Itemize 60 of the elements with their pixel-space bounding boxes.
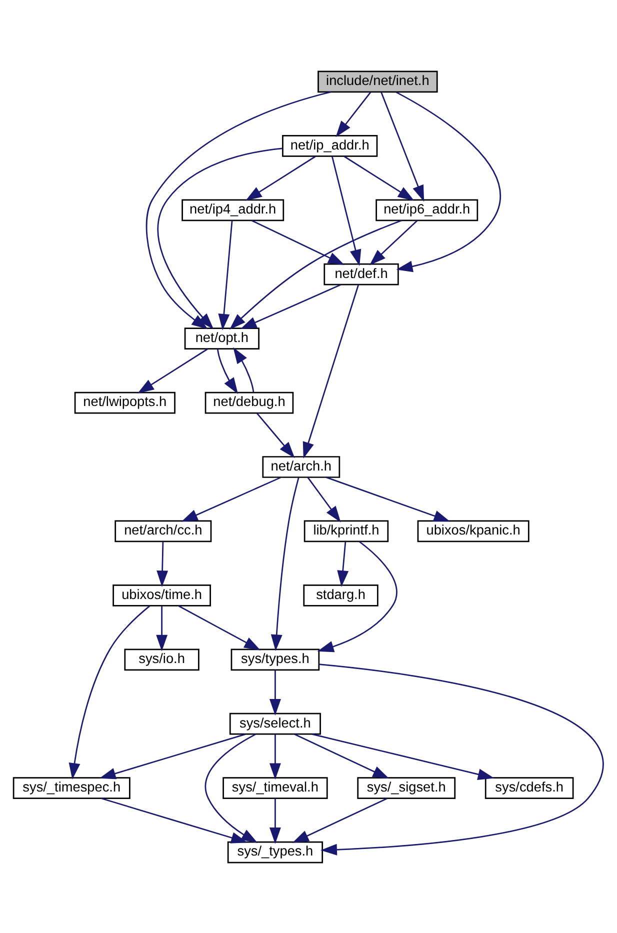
node-box: net/debug.h — [204, 391, 294, 414]
arrow — [68, 604, 150, 779]
arrow — [336, 91, 372, 137]
node-box: net/def.h — [324, 262, 399, 285]
node-box: sys/types.h — [230, 648, 320, 670]
arrow — [146, 90, 331, 329]
arrow — [292, 797, 388, 842]
arrow — [319, 663, 603, 855]
arrow — [269, 670, 281, 715]
arrow — [294, 733, 390, 778]
arrow — [307, 476, 341, 522]
arrow — [156, 605, 168, 651]
arrow — [317, 540, 398, 652]
arrow — [269, 798, 281, 844]
node-box: sys/_types.h — [227, 840, 324, 863]
arrow — [138, 348, 208, 393]
arrow — [396, 91, 501, 272]
node-box: net/ip4_addr.h — [182, 198, 284, 221]
node-box: sys/_timeval.h — [222, 776, 328, 798]
arrow — [156, 541, 168, 587]
arrow — [312, 733, 494, 780]
arrow — [240, 284, 341, 329]
arrow — [218, 220, 233, 330]
node-box: net/arch.h — [262, 456, 340, 478]
arrow — [337, 541, 349, 586]
node-box: stdarg.h — [303, 584, 378, 606]
arrow — [331, 156, 362, 266]
node-box: sys/_sigset.h — [357, 776, 456, 798]
arrow — [369, 220, 418, 265]
node-box: lib/kprintf.h — [304, 520, 389, 542]
node-box: ubixos/time.h — [112, 584, 211, 606]
arrow — [270, 476, 300, 650]
arrow — [269, 734, 281, 780]
arrow — [101, 797, 248, 843]
node-box: net/arch/cc.h — [114, 520, 212, 542]
node-box: net/ip_addr.h — [282, 134, 378, 156]
node-box: net/opt.h — [184, 327, 260, 349]
node-box: sys/_timespec.h — [12, 776, 130, 798]
node-box: sys/cdefs.h — [484, 776, 574, 798]
arrow — [157, 147, 282, 329]
arrow — [217, 348, 238, 394]
arrow — [99, 733, 246, 779]
node-box: sys/select.h — [229, 712, 321, 734]
arrow — [252, 219, 345, 264]
arrow — [302, 284, 360, 458]
arrow — [233, 346, 254, 392]
arrow — [380, 91, 424, 202]
node-box: sys/io.h — [124, 648, 200, 670]
arrow — [181, 476, 282, 522]
node-box: include/net/inet.h — [318, 70, 438, 92]
arrow — [229, 219, 402, 330]
arrow — [178, 604, 261, 650]
node-box: net/ip6_addr.h — [376, 198, 478, 221]
arrow — [344, 155, 414, 200]
arrow — [245, 155, 316, 200]
arrow — [256, 412, 295, 458]
node-box: ubixos/kpanic.h — [417, 520, 530, 542]
node-box: net/lwipopts.h — [74, 391, 176, 414]
arrow — [326, 476, 450, 522]
arrow — [204, 733, 258, 842]
